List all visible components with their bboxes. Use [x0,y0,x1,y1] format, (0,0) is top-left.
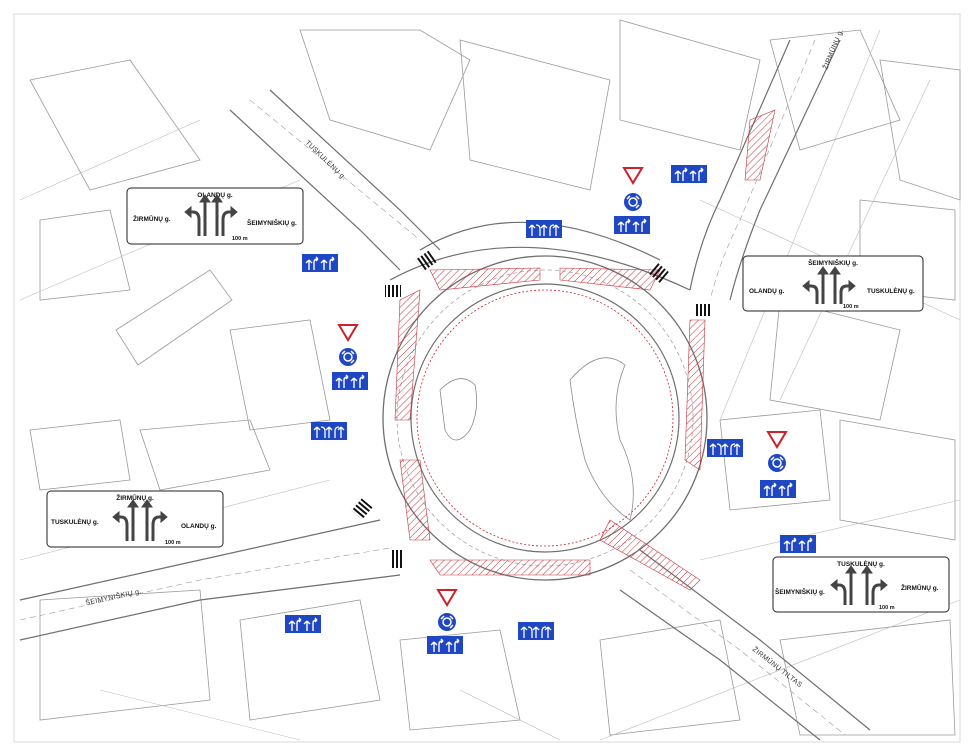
lane-direction-sign-icon [285,615,321,633]
crosswalk-icon [415,250,437,272]
yield-sign-icon [337,324,359,342]
direction-sign-left: TUSKULĖNŲ g. [51,518,99,526]
direction-sign-distance: 100 m [232,236,248,242]
crosswalk-icon [392,550,404,568]
direction-arrows-icon [830,565,888,605]
direction-sign: OLANDŲ g. ŽIRMŪNŲ g. ŠEIMYNIŠKIŲ g. 100 … [126,187,304,245]
lane-direction-sign-icon [302,254,338,272]
direction-sign-top: ŠEIMYNIŠKIŲ g. [808,258,858,267]
crosswalks [351,250,710,568]
crosswalk-icon [385,285,401,297]
lane-direction-sign-icon [526,220,562,238]
direction-sign-right: ŠEIMYNIŠKIŲ g. [247,218,297,227]
direction-sign-top: ŽIRMŪNŲ g. [116,493,154,502]
direction-sign-left: OLANDŲ g. [749,288,785,295]
hatched-islands [394,109,776,591]
lane-direction-sign-icon [614,216,650,234]
lane-direction-sign-icon [707,439,743,457]
lane-direction-sign-icon [311,422,347,440]
direction-sign-distance: 100 m [879,605,895,611]
lane-markings [19,39,846,736]
direction-arrows-icon [802,266,856,304]
lane-direction-sign-icon [760,480,796,498]
yield-signs [337,167,788,631]
roundabout-sign-icon [768,454,786,472]
yield-sign-icon [766,431,788,449]
map-frame [13,13,961,743]
direction-sign-right: ŽIRMŪNŲ g. [901,583,939,592]
crosswalk-icon [694,304,710,316]
roundabout-sign-icon [624,193,642,211]
direction-sign-distance: 100 m [165,540,181,546]
direction-arrows-icon [112,499,168,541]
direction-arrows-icon [184,194,238,236]
lane-direction-sign-icon [518,622,554,640]
direction-sign-left: ŠEIMYNIŠKIŲ g. [775,587,825,596]
yield-sign-icon [436,589,458,607]
direction-sign-right: OLANDŲ g. [181,523,217,530]
yield-sign-icon [622,167,644,185]
lane-direction-sign-icon [671,165,707,183]
direction-sign: ŽIRMŪNŲ g. TUSKULĖNŲ g. OLANDŲ g. 100 m [46,490,224,548]
crosswalk-icon [649,263,669,283]
building-outlines [29,19,961,736]
lane-direction-sign-icon [332,372,368,390]
lane-direction-sign-icon [780,535,816,553]
direction-sign-left: ŽIRMŪNŲ g. [133,214,171,223]
lane-direction-sign-icon [427,636,463,654]
direction-sign-top: OLANDŲ g. [197,192,233,199]
roundabout-sign-icon [438,613,456,631]
direction-sign: ŠEIMYNIŠKIŲ g. OLANDŲ g. TUSKULĖNŲ g. 10… [742,255,924,312]
roundabout-sign-icon [339,348,357,366]
direction-sign-right: TUSKULĖNŲ g. [867,287,915,295]
direction-sign: TUSKULĖNŲ g. ŠEIMYNIŠKIŲ g. ŽIRMŪNŲ g. 1… [772,556,950,613]
lane-signs [285,165,816,654]
crosswalk-icon [351,498,373,520]
direction-sign-top: TUSKULĖNŲ g. [837,560,885,568]
direction-sign-distance: 100 m [843,304,859,310]
